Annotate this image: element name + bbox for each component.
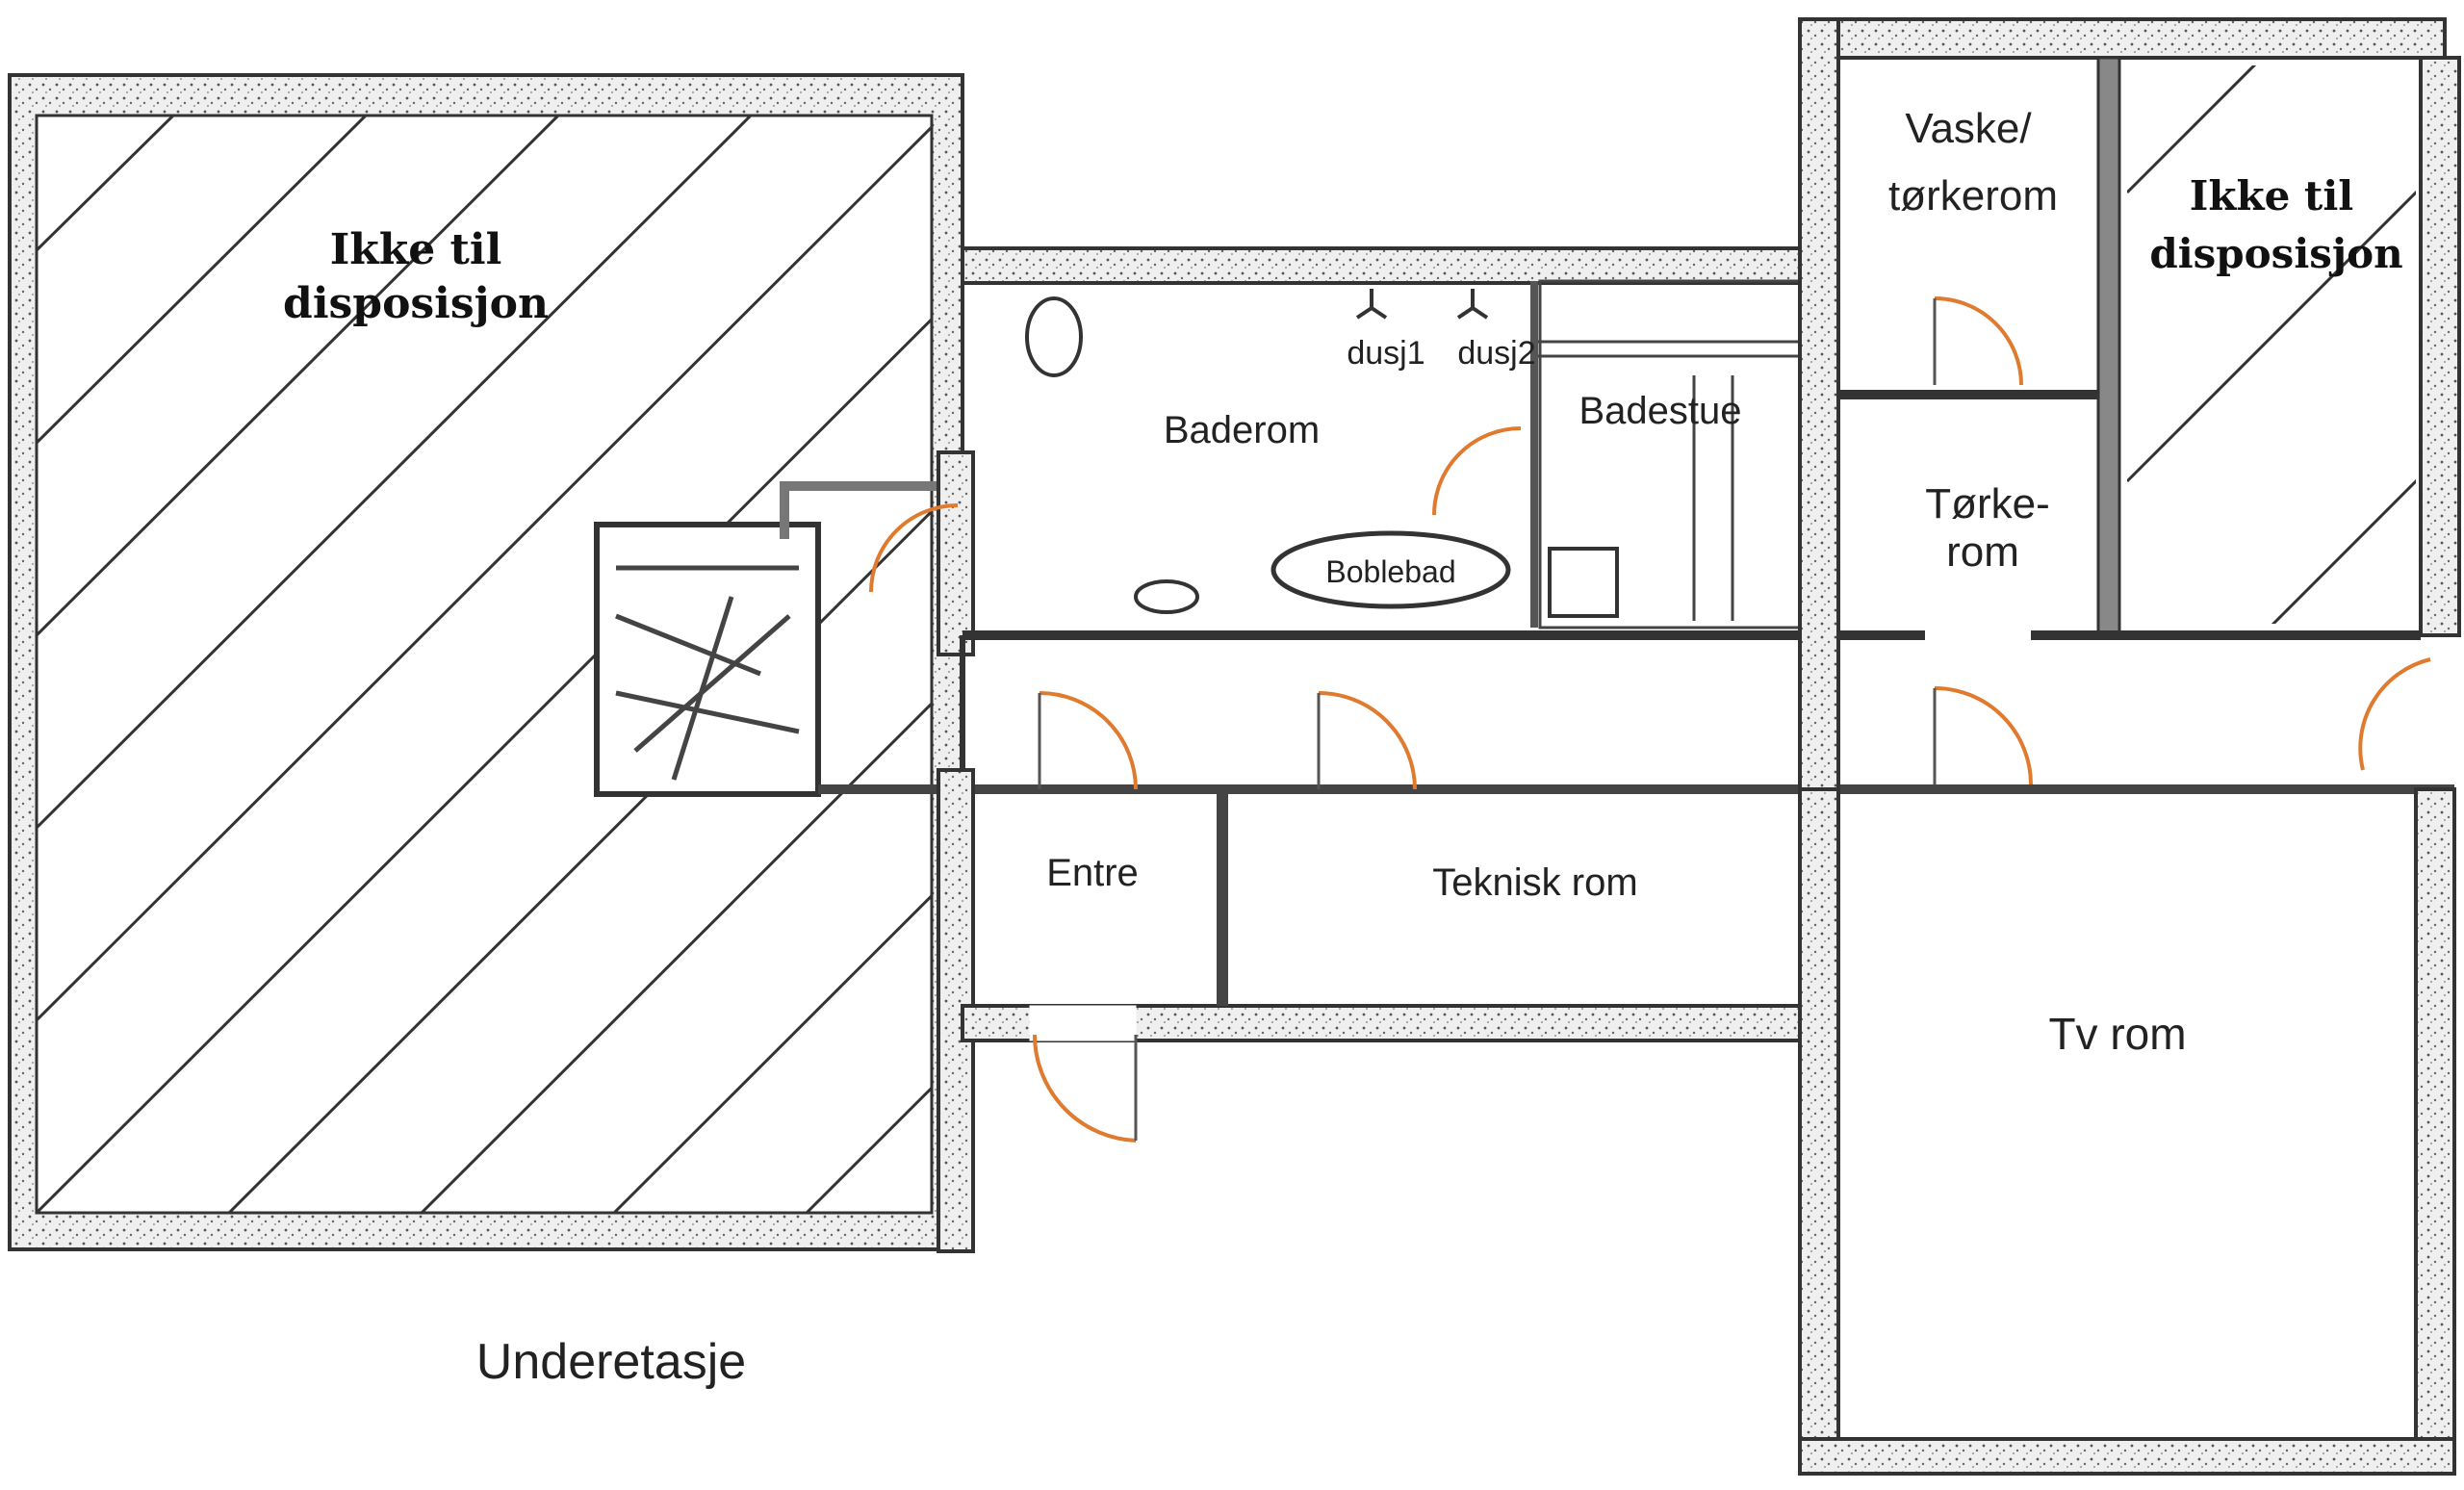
door-arc-sauna	[1432, 426, 1522, 516]
label-unavailable-left-line1: Ikke til	[330, 225, 502, 274]
toilet	[1025, 296, 1083, 377]
corridor	[818, 635, 2454, 794]
label-drying-line2: rom	[1946, 528, 2019, 576]
door-arc-corridor-1	[1039, 691, 1138, 790]
label-shower-1: dusj1	[1347, 335, 1424, 372]
door-arc-entrance	[1032, 1034, 1137, 1143]
technical-wing	[937, 768, 1811, 1253]
door-arc-laundry	[1934, 296, 2023, 386]
label-drying-line1: Tørke-	[1925, 480, 2050, 527]
shower-head-1	[1355, 289, 1388, 320]
label-tv-room: Tv rom	[2048, 1009, 2186, 1059]
label-shower-2: dusj2	[1457, 335, 1535, 372]
hatch-pattern-right	[2127, 65, 2416, 624]
label-sauna: Badestue	[1578, 390, 1741, 432]
label-jacuzzi: Boblebad	[1325, 554, 1455, 589]
staircase	[594, 481, 943, 797]
label-unavailable-right-line2: disposisjon	[2149, 230, 2402, 277]
door-arc-corridor-2	[1318, 691, 1417, 790]
door-arc-corridor-4	[2358, 657, 2431, 771]
label-unavailable-right-line1: Ikke til	[2190, 172, 2354, 219]
label-unavailable-left-line2: disposisjon	[283, 279, 549, 328]
floor-title: Underetasje	[476, 1334, 746, 1390]
label-laundry-line2: tørkerom	[1888, 172, 2058, 219]
jacuzzi	[1270, 530, 1511, 609]
label-laundry-line1: Vaske/	[1905, 105, 2032, 152]
shower-head-2	[1456, 289, 1489, 320]
right-wing	[1798, 17, 2461, 1476]
label-entrance: Entre	[1046, 852, 1139, 894]
sink	[1134, 579, 1199, 614]
bath-wing	[869, 246, 1802, 656]
door-arc-corridor-3	[1934, 686, 2033, 785]
label-bathroom: Baderom	[1164, 409, 1320, 451]
label-technical: Teknisk rom	[1432, 861, 1637, 904]
door-arc-stair	[869, 503, 959, 593]
